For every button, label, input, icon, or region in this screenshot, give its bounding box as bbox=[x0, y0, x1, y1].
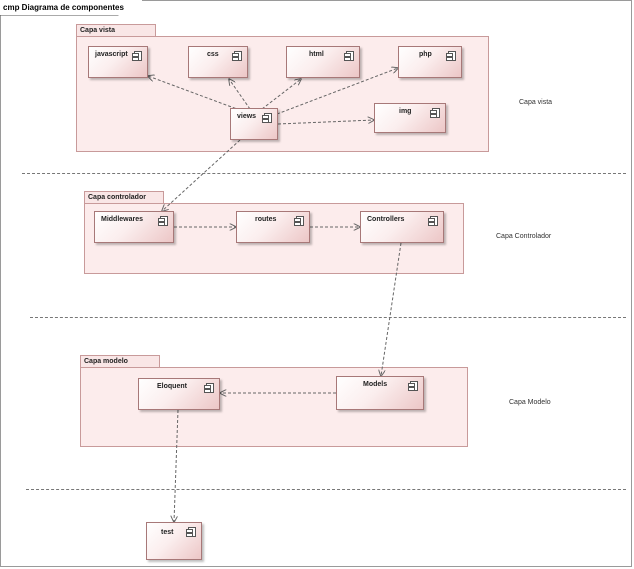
dependency-arrow-controllers-to-models bbox=[381, 242, 402, 376]
package-tab-capa-controlador: Capa controlador bbox=[84, 191, 164, 203]
component-label: Controllers bbox=[367, 216, 405, 223]
dependency-arrow-views-to-html bbox=[261, 79, 301, 110]
component-html[interactable]: html bbox=[286, 46, 360, 78]
component-middlewares[interactable]: Middlewares bbox=[94, 211, 174, 243]
dependency-arrow-eloquent-to-test bbox=[174, 409, 179, 522]
component-javascript[interactable]: javascript bbox=[88, 46, 148, 78]
component-icon bbox=[204, 383, 214, 393]
component-label: img bbox=[399, 108, 412, 115]
layer-divider bbox=[30, 317, 626, 318]
diagram-title: cmp Diagrama de componentes bbox=[0, 0, 142, 15]
component-php[interactable]: php bbox=[398, 46, 462, 78]
component-controllers[interactable]: Controllers bbox=[360, 211, 444, 243]
component-label: test bbox=[161, 529, 174, 536]
component-label: javascript bbox=[95, 51, 128, 58]
component-css[interactable]: css bbox=[188, 46, 248, 78]
layer-label-controlador: Capa Controlador bbox=[496, 233, 552, 240]
layer-label-modelo: Capa Modelo bbox=[509, 399, 551, 406]
dependency-arrow-views-to-css bbox=[229, 79, 251, 110]
component-routes[interactable]: routes bbox=[236, 211, 310, 243]
dependency-arrow-views-to-middlewares bbox=[162, 139, 241, 211]
component-icon bbox=[158, 216, 168, 226]
dependency-arrow-views-to-img bbox=[277, 120, 374, 125]
layer-label-vista: Capa vista bbox=[519, 99, 553, 106]
component-icon bbox=[186, 527, 196, 537]
component-icon bbox=[446, 51, 456, 61]
component-icon bbox=[262, 113, 272, 123]
layer-divider bbox=[26, 489, 626, 490]
package-tab-capa-vista: Capa vista bbox=[76, 24, 156, 36]
component-img[interactable]: img bbox=[374, 103, 446, 133]
component-label: views bbox=[237, 113, 257, 120]
component-icon bbox=[132, 51, 142, 61]
layer-divider bbox=[22, 173, 626, 174]
component-icon bbox=[428, 216, 438, 226]
component-label: Eloquent bbox=[157, 383, 187, 390]
dependency-arrow-views-to-javascript bbox=[148, 76, 246, 113]
package-tab-capa-modelo: Capa modelo bbox=[80, 355, 160, 367]
component-icon bbox=[430, 108, 440, 118]
component-label: Middlewares bbox=[101, 216, 144, 223]
component-label: html bbox=[309, 51, 324, 58]
component-test[interactable]: test bbox=[146, 522, 202, 560]
component-label: css bbox=[207, 51, 219, 58]
component-icon bbox=[408, 381, 418, 391]
component-label: Models bbox=[363, 381, 388, 388]
component-icon bbox=[344, 51, 354, 61]
component-views[interactable]: views bbox=[230, 108, 278, 140]
component-label: routes bbox=[255, 216, 277, 223]
component-label: php bbox=[419, 51, 432, 58]
component-icon bbox=[294, 216, 304, 226]
component-models[interactable]: Models bbox=[336, 376, 424, 410]
component-icon bbox=[232, 51, 242, 61]
component-eloquent[interactable]: Eloquent bbox=[138, 378, 220, 410]
dependency-arrow-views-to-php bbox=[276, 68, 398, 115]
